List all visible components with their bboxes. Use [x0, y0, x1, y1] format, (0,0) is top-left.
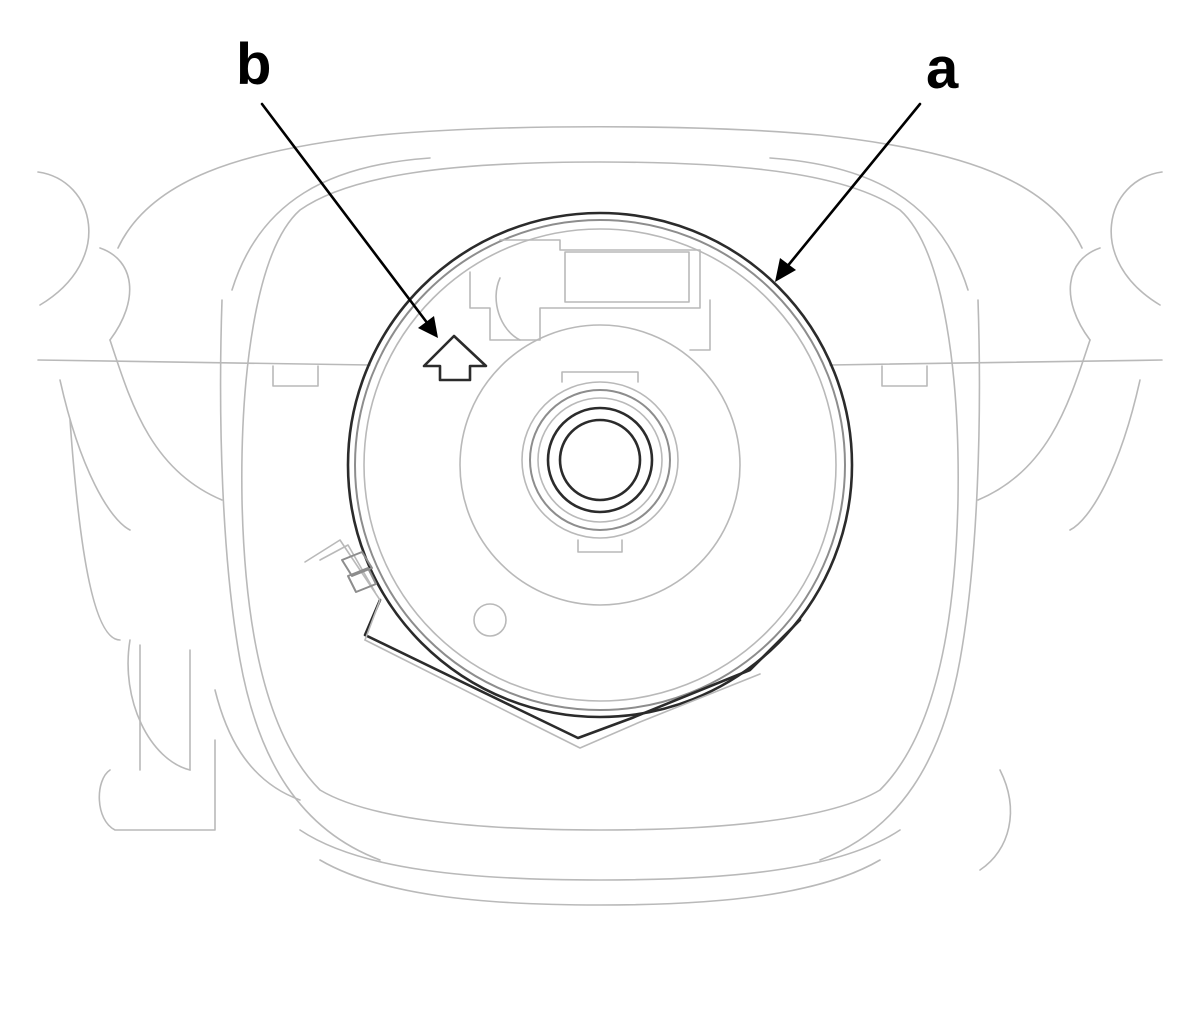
- steering-wheel-body: [37, 125, 1163, 906]
- left-spoke: [37, 171, 301, 831]
- callout-label-a: a: [926, 36, 959, 101]
- locking-clip: [341, 551, 377, 593]
- clock-spring-assembly: [304, 211, 854, 749]
- leader-line-a: [775, 102, 922, 282]
- up-arrow-outline-icon: [422, 334, 488, 382]
- callout-label-b: b: [236, 32, 272, 97]
- right-spoke: [977, 171, 1163, 531]
- leader-line-b: [260, 102, 438, 338]
